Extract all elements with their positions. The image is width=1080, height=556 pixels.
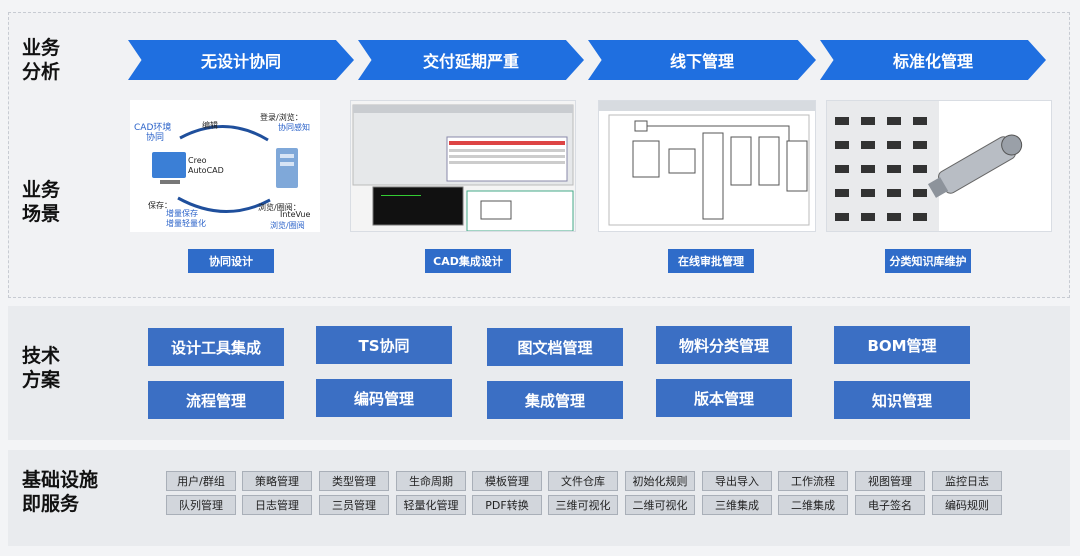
label-creo: Creo <box>188 156 207 165</box>
label-browse-review: 浏览/圈阅 <box>270 221 305 230</box>
label-cad-env: CAD环境 <box>134 123 172 133</box>
tech-code-mgmt: 编码管理 <box>316 379 452 417</box>
label-browse: 浏览/圈阅： <box>258 203 301 212</box>
chip-policy-mgmt: 策略管理 <box>242 471 312 491</box>
chip-3d-visual: 三维可视化 <box>548 495 618 515</box>
chip-3d-integration: 三维集成 <box>702 495 772 515</box>
label-incr-save: 增量保存 <box>166 209 198 218</box>
chip-log-mgmt: 日志管理 <box>242 495 312 515</box>
chip-e-signature: 电子签名 <box>855 495 925 515</box>
section-tech-solution: 技术方案 <box>22 345 61 391</box>
tech-knowledge-mgmt: 知识管理 <box>834 381 970 419</box>
tag-collab-design: 协同设计 <box>188 249 274 273</box>
tag-online-approval: 在线审批管理 <box>668 249 754 273</box>
tech-version-mgmt: 版本管理 <box>656 379 792 417</box>
chip-user-group: 用户/群组 <box>166 471 236 491</box>
scene-cad-image <box>350 100 576 232</box>
chip-queue-mgmt: 队列管理 <box>166 495 236 515</box>
arrow-offline-mgmt: 线下管理 <box>588 40 816 80</box>
monitor-icon <box>152 152 186 178</box>
section-infra: 基础设施即服务 <box>22 469 99 515</box>
label-login: 登录/浏览： <box>260 113 303 122</box>
label-collab-aware: 协同感知 <box>278 123 310 132</box>
chip-template-mgmt: 模板管理 <box>472 471 542 491</box>
tech-drawing-doc-mgmt: 图文档管理 <box>487 328 623 366</box>
tag-knowledge-base: 分类知识库维护 <box>885 249 971 273</box>
tag-cad-integration: CAD集成设计 <box>425 249 511 273</box>
section-business-scenes: 业务场景 <box>22 179 61 225</box>
section-business-analysis: 业务分析 <box>22 37 61 83</box>
tech-design-tool-integration: 设计工具集成 <box>148 328 284 366</box>
arrow-delivery-delay: 交付延期严重 <box>358 40 584 80</box>
collab-cycle-diagram <box>152 125 298 213</box>
scene-approval-image <box>598 100 816 232</box>
chip-export-import: 导出导入 <box>702 471 772 491</box>
chip-code-rules: 编码规则 <box>932 495 1002 515</box>
scene-knowledge-image <box>826 100 1052 232</box>
chip-2d-visual: 二维可视化 <box>625 495 695 515</box>
tech-material-class-mgmt: 物料分类管理 <box>656 326 792 364</box>
scene-collab-image: CAD环境 协同 编辑 登录/浏览： 协同感知 Creo AutoCAD 保存：… <box>130 100 320 232</box>
chip-init-rules: 初始化规则 <box>625 471 695 491</box>
chip-workflow: 工作流程 <box>778 471 848 491</box>
label-edit: 编辑 <box>202 121 218 130</box>
label-autocad: AutoCAD <box>188 166 224 175</box>
label-collab: 协同 <box>146 133 165 143</box>
chip-file-repo: 文件仓库 <box>548 471 618 491</box>
chip-monitor-log: 监控日志 <box>932 471 1002 491</box>
arrow-no-collab: 无设计协同 <box>128 40 354 80</box>
tech-integration-mgmt: 集成管理 <box>487 381 623 419</box>
chip-2d-integration: 二维集成 <box>778 495 848 515</box>
label-save: 保存： <box>148 201 172 210</box>
arrow-standardization: 标准化管理 <box>820 40 1046 80</box>
chip-lifecycle: 生命周期 <box>396 471 466 491</box>
tech-bom-mgmt: BOM管理 <box>834 326 970 364</box>
chip-type-mgmt: 类型管理 <box>319 471 389 491</box>
label-incr-light: 增量轻量化 <box>166 219 206 228</box>
tech-ts-collab: TS协同 <box>316 326 452 364</box>
chip-view-mgmt: 视图管理 <box>855 471 925 491</box>
tech-process-mgmt: 流程管理 <box>148 381 284 419</box>
chip-three-admin-mgmt: 三员管理 <box>319 495 389 515</box>
label-intevue: InteVue <box>280 210 311 219</box>
chip-pdf-convert: PDF转换 <box>472 495 542 515</box>
chip-lightweight-mgmt: 轻量化管理 <box>396 495 466 515</box>
